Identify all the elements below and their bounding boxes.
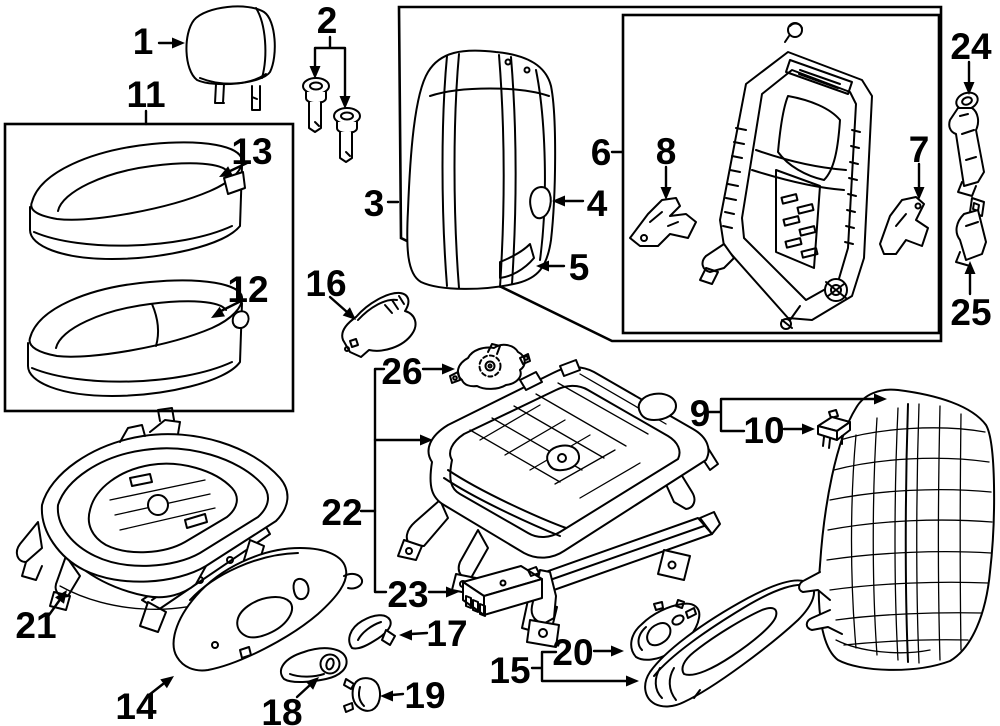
belt-guide-lower-drawing <box>955 197 987 267</box>
trim-clip-drawing <box>348 614 396 650</box>
headrest-drawing <box>185 5 276 111</box>
side-bracket-right-drawing <box>879 196 929 255</box>
callout-14[interactable]: 14 <box>115 686 157 726</box>
callout-23[interactable]: 23 <box>387 574 428 615</box>
cushion-pad-top-drawing <box>29 141 246 260</box>
callout-24[interactable]: 24 <box>950 26 992 67</box>
callout-leaders <box>47 35 976 702</box>
seat-track-assembly-drawing <box>397 359 721 648</box>
group-box-seatback <box>397 5 943 343</box>
callout-16[interactable]: 16 <box>305 263 346 304</box>
side-bracket-left-drawing <box>629 197 697 247</box>
callout-6[interactable]: 6 <box>591 132 612 173</box>
callout-5[interactable]: 5 <box>569 247 590 288</box>
callout-13[interactable]: 13 <box>231 131 272 172</box>
cushion-cover-drawing <box>27 279 250 397</box>
group-box-frame <box>621 13 941 335</box>
connector-drawing <box>817 409 851 449</box>
control-module-drawing <box>462 565 543 617</box>
callout-8[interactable]: 8 <box>656 131 677 172</box>
lumbar-pocket-drawing <box>529 186 552 220</box>
callout-22[interactable]: 22 <box>321 492 362 533</box>
callout-26[interactable]: 26 <box>381 351 422 392</box>
callout-21[interactable]: 21 <box>15 605 56 646</box>
callout-17[interactable]: 17 <box>426 613 467 654</box>
headrest-guide-pins-drawing <box>302 77 361 163</box>
callout-19[interactable]: 19 <box>404 675 445 716</box>
release-handle-drawing <box>279 647 348 683</box>
callout-25[interactable]: 25 <box>950 292 991 333</box>
seatback-frame-drawing <box>699 22 873 330</box>
callout-4[interactable]: 4 <box>587 183 608 224</box>
cushion-frame-drawing <box>15 407 289 633</box>
callout-3[interactable]: 3 <box>364 183 385 224</box>
callout-18[interactable]: 18 <box>261 692 302 726</box>
recliner-cover-drawing <box>341 291 417 358</box>
callout-9[interactable]: 9 <box>690 393 711 434</box>
belt-guide-upper-drawing <box>948 91 985 197</box>
callout-1[interactable]: 1 <box>133 21 154 62</box>
callout-12[interactable]: 12 <box>227 269 268 310</box>
callout-2[interactable]: 2 <box>317 0 338 41</box>
callout-11[interactable]: 11 <box>126 74 165 115</box>
actuator-motor-drawing <box>449 343 531 390</box>
callout-7[interactable]: 7 <box>909 129 930 170</box>
seatback-pad-drawing <box>798 388 996 671</box>
cover-flap-drawing <box>499 243 535 279</box>
seat-side-shield-drawing <box>172 547 364 672</box>
knob-drawing <box>343 677 381 713</box>
seatback-cover-drawing <box>406 49 557 290</box>
callout-10[interactable]: 10 <box>743 410 784 451</box>
group-box-cushions <box>3 122 295 413</box>
callout-20[interactable]: 20 <box>552 632 593 673</box>
callout-15[interactable]: 15 <box>489 650 530 691</box>
